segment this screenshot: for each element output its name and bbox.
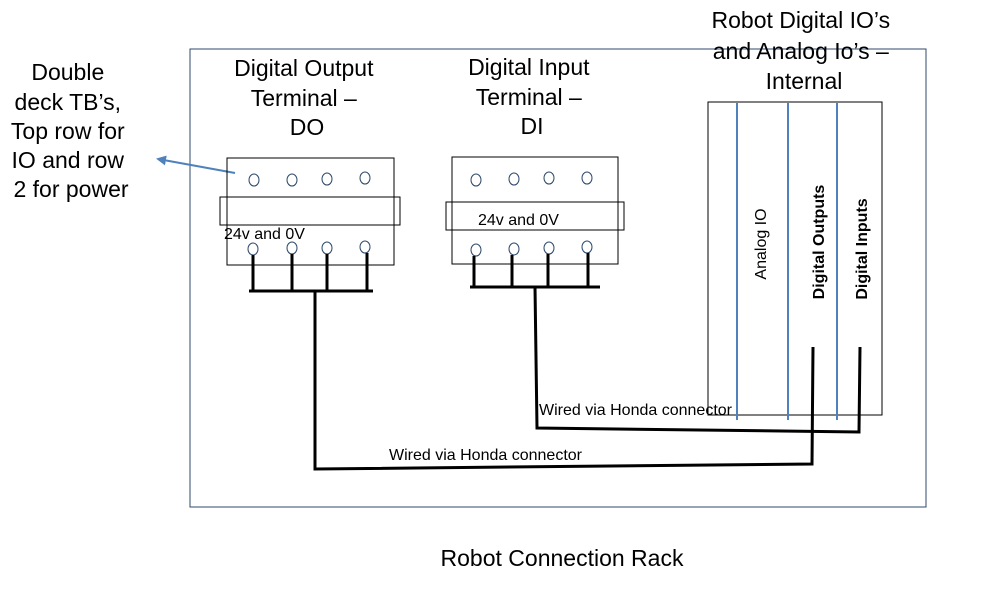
di-terminal-title: Digital Input Terminal – DI: [468, 54, 596, 139]
digital-inputs-label: Digital Inputs: [854, 198, 871, 299]
di-power-label: 24v and 0V: [478, 212, 559, 229]
do-bottom-terminal-2: [286, 241, 298, 255]
analog-io-label: Analog IO: [753, 208, 770, 279]
di-terminal-block: [445, 156, 625, 265]
do-top-terminal-1: [248, 173, 260, 187]
do-bottom-terminal-1: [247, 242, 259, 256]
di-bottom-terminal-2: [508, 242, 520, 256]
do-top-terminal-3: [321, 172, 333, 186]
di-top-terminal-3: [543, 171, 555, 185]
robot-io-box: [707, 101, 883, 420]
di-wire-label: Wired via Honda connector: [539, 402, 733, 419]
robot-io-title: Robot Digital IO’s and Analog Io’s – Int…: [712, 7, 897, 94]
digital-outputs-label: Digital Outputs: [811, 185, 828, 300]
do-bottom-terminal-3: [321, 241, 333, 255]
di-bottom-terminal-3: [543, 241, 555, 255]
do-power-label: 24v and 0V: [224, 226, 305, 243]
di-wiring: [470, 253, 862, 434]
di-top-terminal-1: [470, 173, 482, 187]
do-top-terminal-2: [286, 173, 298, 187]
do-terminal-block: [219, 157, 401, 266]
rack-frame: [189, 48, 927, 508]
di-bottom-terminal-1: [470, 243, 482, 257]
di-top-terminal-2: [508, 172, 520, 186]
do-top-terminal-4: [359, 171, 371, 185]
do-bottom-terminal-4: [359, 240, 371, 254]
double-deck-label: Double deck TB’s, Top row for IO and row…: [11, 59, 131, 202]
di-bottom-terminal-4: [581, 240, 593, 254]
rack-title: Robot Connection Rack: [441, 545, 684, 571]
di-top-terminal-4: [581, 171, 593, 185]
do-wire-label: Wired via Honda connector: [389, 447, 583, 464]
pointer-arrow: [156, 155, 236, 174]
do-wiring: [249, 253, 815, 471]
do-terminal-title: Digital Output Terminal – DO: [234, 55, 380, 140]
